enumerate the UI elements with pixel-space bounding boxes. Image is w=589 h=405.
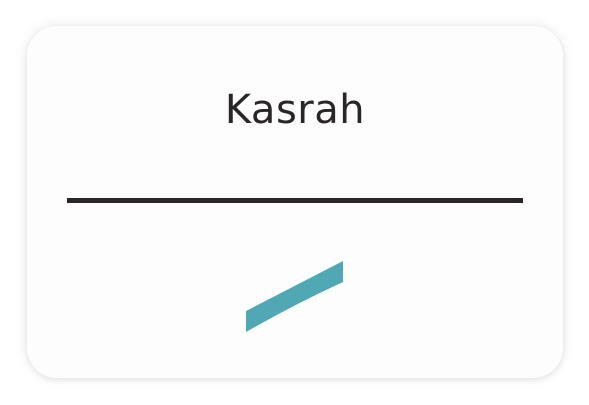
card-title: Kasrah bbox=[224, 87, 366, 133]
kasrah-diacritic-icon bbox=[246, 261, 343, 332]
kasrah-stroke bbox=[246, 261, 343, 332]
kasrah-card: Kasrah bbox=[27, 26, 563, 378]
baseline-divider bbox=[67, 198, 523, 203]
